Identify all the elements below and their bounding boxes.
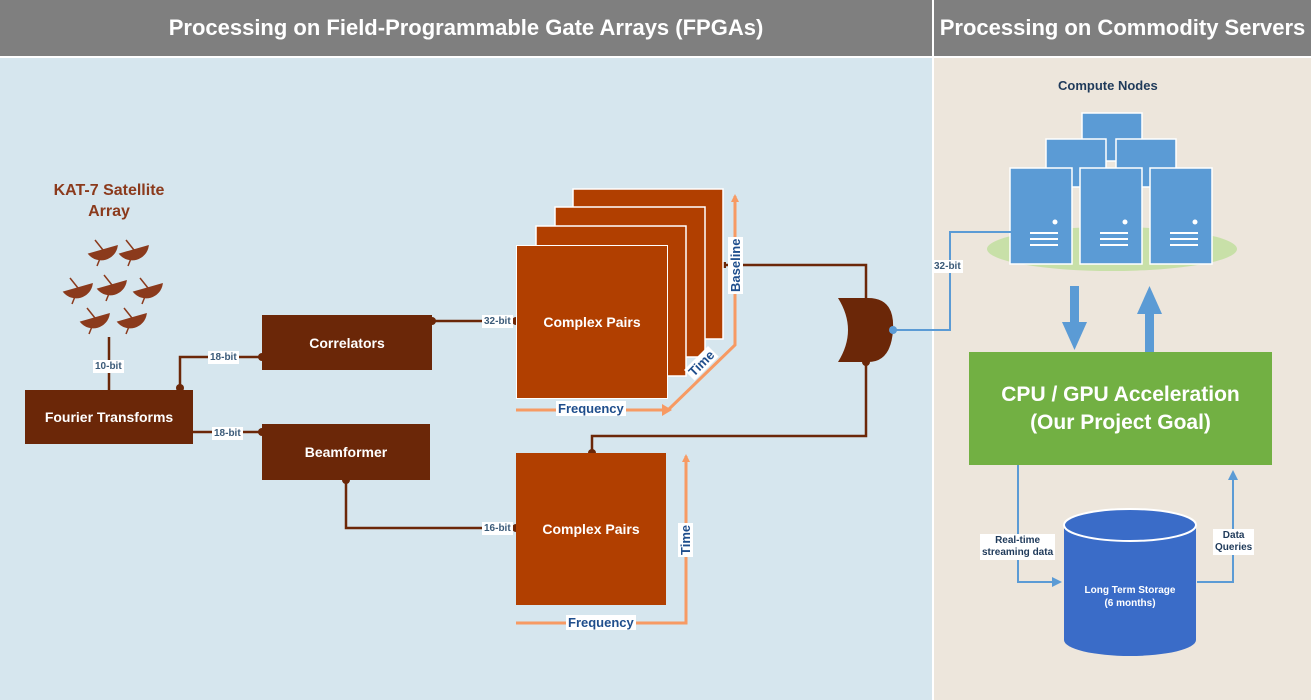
array-title: KAT-7 Satellite Array — [53, 182, 165, 220]
complex-pairs-top-block: Complex Pairs — [516, 245, 668, 399]
link-label-merge-nodes: 32-bit — [932, 260, 963, 273]
long-term-storage-label: Long Term Storage (6 months) — [1064, 572, 1196, 622]
merge-gate-icon — [838, 298, 894, 362]
cpu-gpu-acceleration-block: CPU / GPU Acceleration (Our Project Goal… — [969, 352, 1272, 465]
acceleration-title: CPU / GPU Acceleration — [1001, 382, 1240, 406]
link-label-beamformer-pairs: 16-bit — [482, 522, 513, 535]
beamformer-block: Beamformer — [262, 424, 430, 480]
link-label-fourier-correlators: 18-bit — [208, 351, 239, 364]
up-arrow-icon — [1137, 286, 1162, 314]
connector-beamformer-pairs — [344, 480, 516, 530]
up-arrow-shaft — [1145, 312, 1154, 354]
correlators-block: Correlators — [262, 315, 432, 370]
baseline-label: Baseline — [728, 236, 743, 294]
joint-dot — [889, 326, 897, 334]
storage-cylinder-icon — [1063, 508, 1197, 656]
link-label-fourier-beamformer: 18-bit — [212, 427, 243, 440]
connector-pairs-merge — [590, 362, 868, 453]
queries-line-1: Data — [1222, 530, 1245, 541]
fpga-panel — [0, 58, 932, 700]
servers-header: Processing on Commodity Servers — [934, 0, 1311, 56]
data-queries-label: Data Queries — [1213, 529, 1255, 555]
frequency-arrowhead — [662, 404, 672, 416]
frequency-label-top: Frequency — [556, 401, 626, 416]
connector-merge-nodes — [893, 231, 1012, 331]
storage-duration: (6 months) — [1104, 598, 1156, 609]
realtime-stream-line — [1017, 465, 1062, 587]
queries-line-2: Queries — [1215, 542, 1253, 553]
down-arrow-icon — [1062, 322, 1087, 350]
server-icon — [1009, 112, 1213, 265]
link-label-correlators-pairs: 32-bit — [482, 315, 513, 328]
fourier-transforms-block: Fourier Transforms — [25, 390, 193, 444]
connector-baseline-merge — [723, 263, 868, 298]
acceleration-subtitle: (Our Project Goal) — [1030, 410, 1211, 434]
realtime-streaming-label: Real-time streaming data — [980, 534, 1056, 560]
time-label-bottom: Time — [678, 522, 693, 557]
complex-pairs-bottom-block: Complex Pairs — [516, 453, 666, 605]
array-link-label: 10-bit — [93, 360, 124, 373]
query-stream-line — [1197, 470, 1238, 583]
compute-nodes-title: Compute Nodes — [1058, 78, 1158, 93]
realtime-line-2: streaming data — [982, 547, 1054, 558]
realtime-line-1: Real-time — [995, 535, 1041, 546]
satellite-dish-icon — [62, 239, 163, 335]
storage-title: Long Term Storage — [1084, 585, 1176, 596]
frequency-label-bottom: Frequency — [566, 615, 636, 630]
fpga-header: Processing on Field-Programmable Gate Ar… — [0, 0, 932, 56]
down-arrow-shaft — [1070, 286, 1079, 326]
